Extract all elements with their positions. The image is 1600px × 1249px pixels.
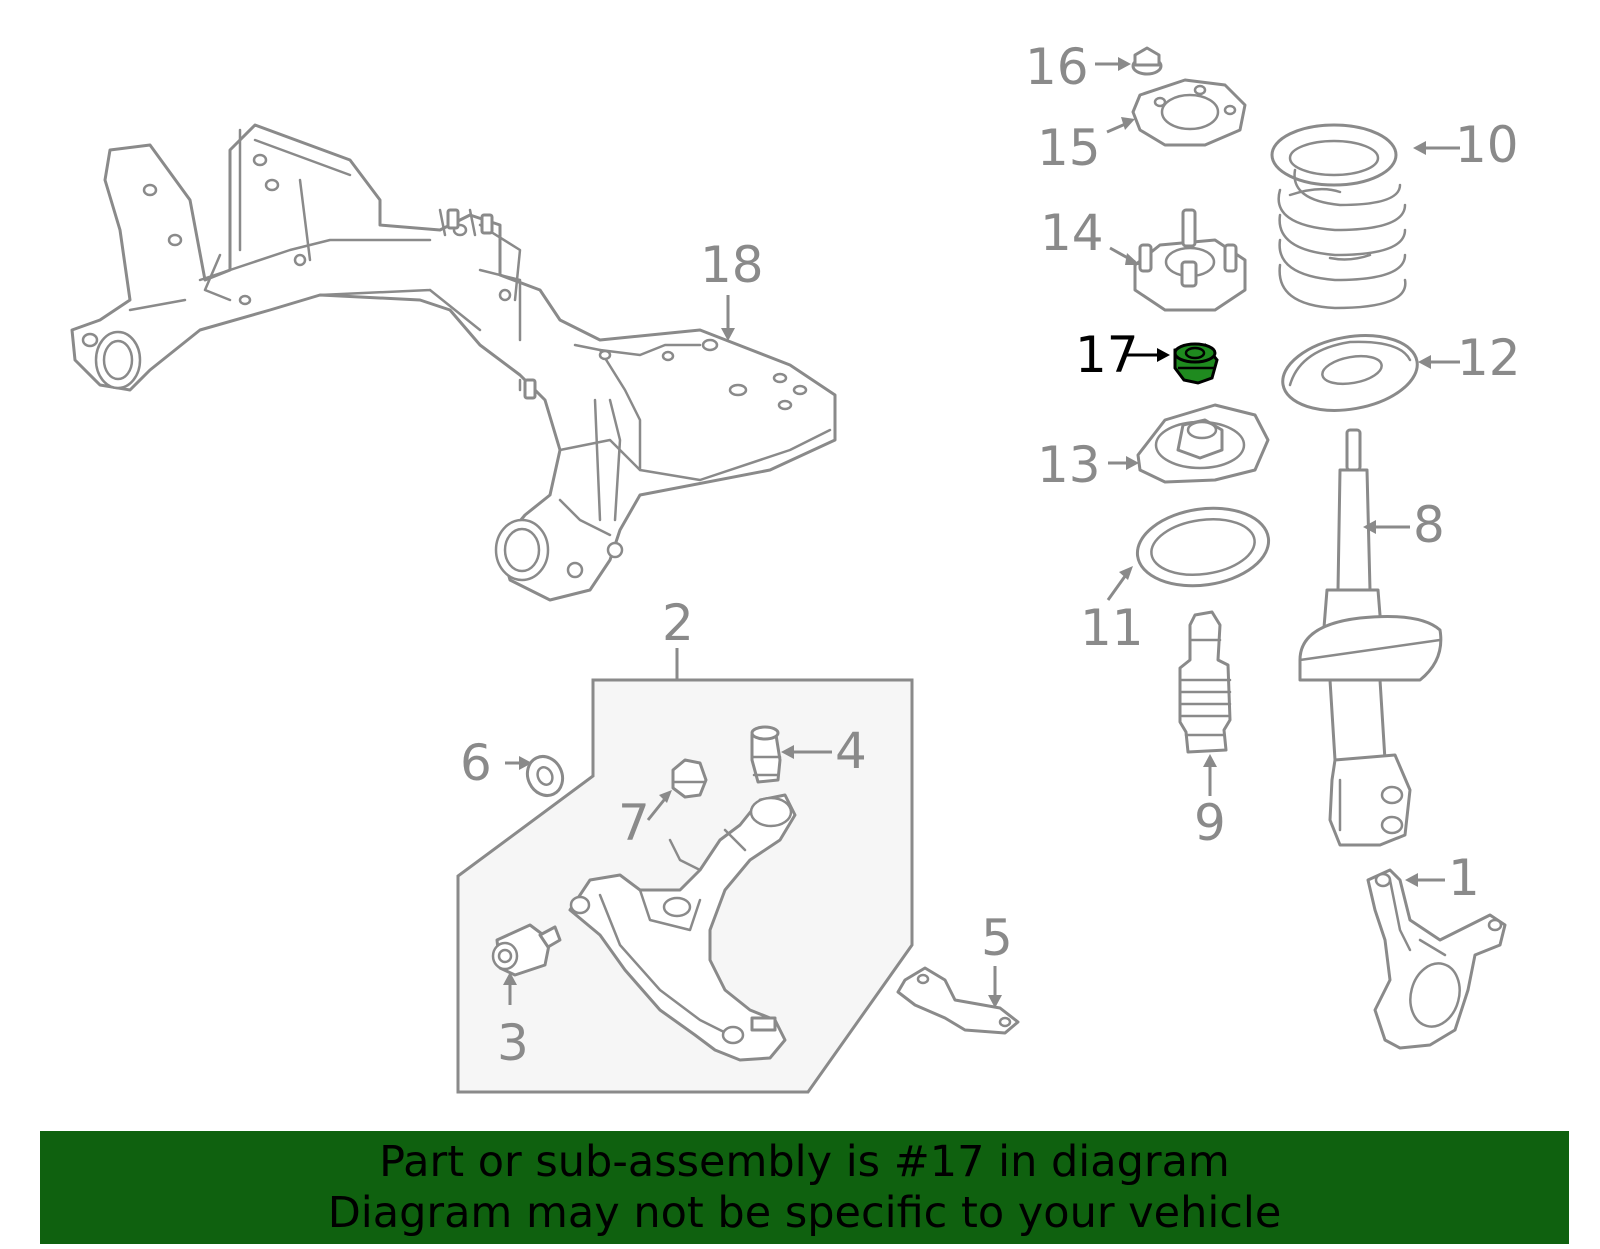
part-5-bracket[interactable] <box>896 966 1020 1035</box>
part-15-mount-plate[interactable] <box>1131 78 1247 147</box>
part-10-coil-spring[interactable] <box>1270 123 1407 310</box>
callout-6: 6 <box>460 734 492 792</box>
callout-12: 12 <box>1457 329 1521 387</box>
banner-line-1: Part or sub-assembly is #17 in diagram <box>379 1137 1230 1187</box>
callout-18: 18 <box>700 236 764 294</box>
callout-2: 2 <box>662 594 694 652</box>
banner-line-2: Diagram may not be specific to your vehi… <box>327 1188 1282 1238</box>
part-8-strut[interactable] <box>1298 428 1443 847</box>
part-6-washer[interactable] <box>521 751 569 802</box>
part-1-knuckle[interactable] <box>1366 868 1507 1050</box>
callout-1: 1 <box>1448 849 1480 907</box>
callout-5: 5 <box>981 909 1013 967</box>
part-9-bump-stop[interactable] <box>1178 610 1232 754</box>
callout-3: 3 <box>497 1014 529 1072</box>
part-7-cap[interactable] <box>671 758 708 799</box>
info-banner: Part or sub-assembly is #17 in diagram D… <box>40 1131 1569 1244</box>
part-17-highlighted[interactable] <box>1173 342 1219 385</box>
callout-17: 17 <box>1075 326 1139 384</box>
part-16-nut[interactable] <box>1131 46 1163 76</box>
part-11-insulator[interactable] <box>1132 500 1273 594</box>
callout-9: 9 <box>1194 794 1226 852</box>
part-12-spring-seat[interactable] <box>1277 326 1423 421</box>
callout-13: 13 <box>1037 436 1101 494</box>
callout-11: 11 <box>1080 599 1144 657</box>
callout-8: 8 <box>1413 496 1445 554</box>
part-3-bushing[interactable] <box>491 923 562 977</box>
part-13-spring-seat[interactable] <box>1136 403 1270 484</box>
part-4-bushing[interactable] <box>750 725 782 784</box>
callout-10: 10 <box>1455 116 1519 174</box>
callout-14: 14 <box>1040 204 1104 262</box>
callout-4: 4 <box>835 722 867 780</box>
callout-7: 7 <box>618 794 650 852</box>
callout-15: 15 <box>1037 119 1101 177</box>
part-14-strut-mount[interactable] <box>1133 208 1247 312</box>
callout-16: 16 <box>1025 38 1089 96</box>
part-18-crossmember[interactable] <box>70 123 837 602</box>
part-2-lower-control-arm[interactable] <box>568 793 797 1062</box>
